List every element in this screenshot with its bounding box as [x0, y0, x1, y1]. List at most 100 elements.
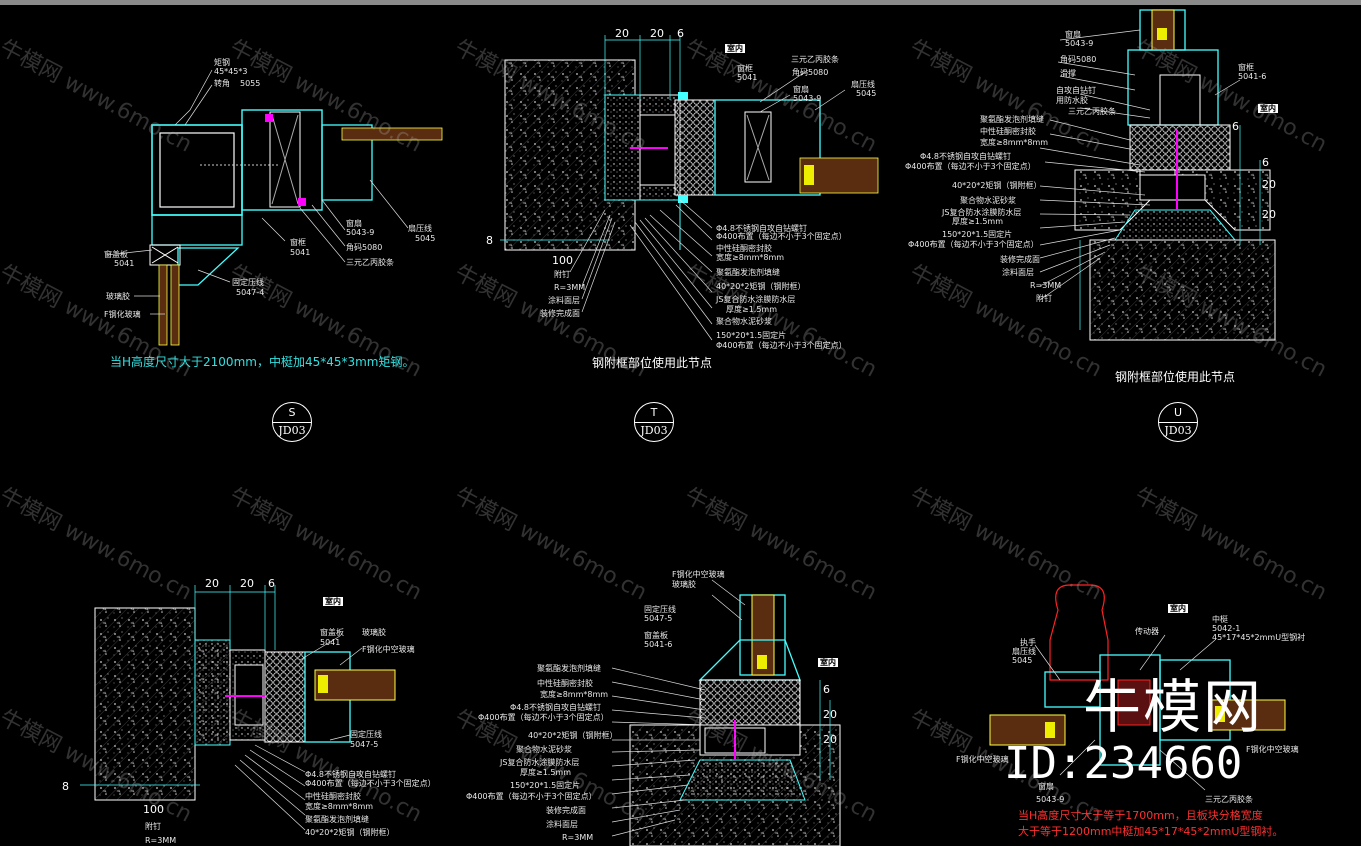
- label: 5041-6: [1238, 72, 1267, 81]
- dimension: 6: [677, 27, 684, 40]
- detail-t-geometry: [500, 35, 879, 341]
- label: F钢化玻璃: [104, 310, 141, 319]
- label: 5047-4: [236, 288, 265, 297]
- label: R=3MM: [554, 283, 586, 292]
- label: 5041: [290, 248, 311, 257]
- detail-bubble: S JD03: [272, 402, 312, 442]
- detail-note: 钢附框部位使用此节点: [1115, 370, 1236, 384]
- room-tag: 室内: [725, 44, 745, 53]
- label: 装修完成面: [1000, 255, 1040, 264]
- label: 涂料面层: [546, 820, 578, 829]
- label: 窗扇: [346, 219, 362, 228]
- label: 5043-9: [793, 94, 822, 103]
- label: 固定压线: [232, 278, 264, 287]
- label: 聚氨酯发泡剂填缝: [716, 268, 780, 277]
- label: 中性硅酮密封胶: [980, 127, 1036, 136]
- dimension: 100: [143, 803, 164, 816]
- window-top-strip: [0, 0, 1361, 5]
- label: 角码5080: [346, 243, 383, 252]
- label: 窗盖板: [644, 631, 668, 640]
- label: 传动器: [1135, 627, 1159, 636]
- label: 附钉: [554, 270, 570, 279]
- label: 45*17*45*2mmU型钢衬: [1212, 633, 1306, 642]
- dimension: 20: [650, 27, 664, 40]
- label: 聚氨酯发泡剂填缝: [537, 664, 601, 673]
- label: 宽度≥8mm*8mm: [540, 690, 609, 699]
- label: 执手: [1020, 638, 1036, 647]
- label: 角码5080: [1060, 55, 1097, 64]
- dimension: 100: [552, 254, 573, 267]
- label: R=3MM: [562, 833, 594, 842]
- label: 自攻自钻钉: [1056, 86, 1096, 95]
- label: Φ4.8不锈钢自攻自钻螺钉: [920, 152, 1012, 161]
- label: 装修完成面: [546, 806, 586, 815]
- label: 三元乙丙胶条: [1068, 107, 1116, 116]
- label: Φ4.8不锈钢自攻自钻螺钉: [510, 703, 602, 712]
- bubble-letter: T: [650, 406, 658, 419]
- dimension: 6: [1262, 156, 1269, 169]
- label: 厚度≥1.5mm: [952, 217, 1004, 226]
- label: 宽度≥8mm*8mm: [980, 138, 1049, 147]
- label: 5041: [320, 638, 341, 647]
- label: 中梃: [1212, 615, 1228, 624]
- label: 窗框: [1238, 63, 1254, 72]
- dimension: 20: [205, 577, 219, 590]
- bubble-ref: JD03: [1164, 424, 1192, 437]
- label: Φ400布置（每边不小于3个固定点）: [905, 162, 1036, 171]
- label: 窗框: [290, 238, 306, 247]
- room-tag: 室内: [1168, 604, 1188, 613]
- label: 40*20*2矩钢（钢附框）: [716, 282, 806, 291]
- detail-v-geometry: [80, 585, 396, 831]
- label: 聚合物水泥砂浆: [716, 317, 772, 326]
- label: F钢化中空玻璃: [362, 645, 415, 654]
- label: 角码5080: [792, 68, 829, 77]
- bubble-letter: S: [288, 406, 296, 419]
- label: 玻璃胶: [672, 580, 696, 589]
- dimension: 20: [240, 577, 254, 590]
- label: Φ400布置（每边不小于3个固定点）: [716, 232, 847, 241]
- label: Φ4.8不锈钢自攻自钻螺钉: [305, 770, 397, 779]
- label: 三元乙丙胶条: [1205, 795, 1253, 804]
- detail-x-geometry: [989, 584, 1286, 791]
- detail-note: 钢附框部位使用此节点: [592, 356, 713, 370]
- room-tag: 室内: [1258, 104, 1278, 113]
- label: JS复合防水涂膜防水层: [500, 758, 580, 767]
- brand-id: ID:234660: [1004, 738, 1243, 789]
- label: 150*20*1.5固定片: [510, 781, 581, 790]
- label: 扇压线: [851, 80, 875, 89]
- room-tag: 室内: [818, 658, 838, 667]
- label: JS复合防水涂膜防水层: [716, 295, 796, 304]
- label: 涂料面层: [1002, 268, 1034, 277]
- bubble-ref: JD03: [278, 424, 306, 437]
- label: 聚合物水泥砂浆: [960, 196, 1016, 205]
- label: 三元乙丙胶条: [346, 258, 394, 267]
- label: 聚氨酯发泡剂填缝: [980, 115, 1044, 124]
- label: 厚度≥1.5mm: [726, 305, 778, 314]
- label: F钢化中空玻璃: [1246, 745, 1299, 754]
- dimension: 20: [615, 27, 629, 40]
- label: 转角: [214, 79, 230, 88]
- label: 聚合物水泥砂浆: [516, 745, 572, 754]
- label: Φ400布置（每边不小于3个固定点）: [716, 341, 847, 350]
- label: Φ400布置（每边不小于3个固定点）: [908, 240, 1039, 249]
- label: 5047-5: [350, 740, 379, 749]
- label: 涂料面层: [548, 296, 580, 305]
- label: 5041: [114, 259, 135, 268]
- label: 5041-6: [644, 640, 673, 649]
- label: 矩钢: [214, 58, 230, 67]
- label: 40*20*2矩钢（钢附框）: [305, 828, 395, 837]
- bubble-ref: JD03: [640, 424, 668, 437]
- label: 附钉: [1036, 294, 1052, 303]
- dimension: 6: [1232, 120, 1239, 133]
- label: 40*20*2矩钢（钢附框）: [952, 181, 1042, 190]
- label: 玻璃胶: [362, 628, 386, 637]
- label: 玻璃胶: [106, 292, 130, 301]
- room-tag: 室内: [323, 597, 343, 606]
- detail-u-geometry: [1039, 9, 1276, 341]
- label: 窗扇: [793, 85, 809, 94]
- label: F钢化中空玻璃: [672, 570, 725, 579]
- label: 窗扇: [1065, 30, 1081, 39]
- label: 150*20*1.5固定片: [716, 331, 787, 340]
- dimension: 6: [268, 577, 275, 590]
